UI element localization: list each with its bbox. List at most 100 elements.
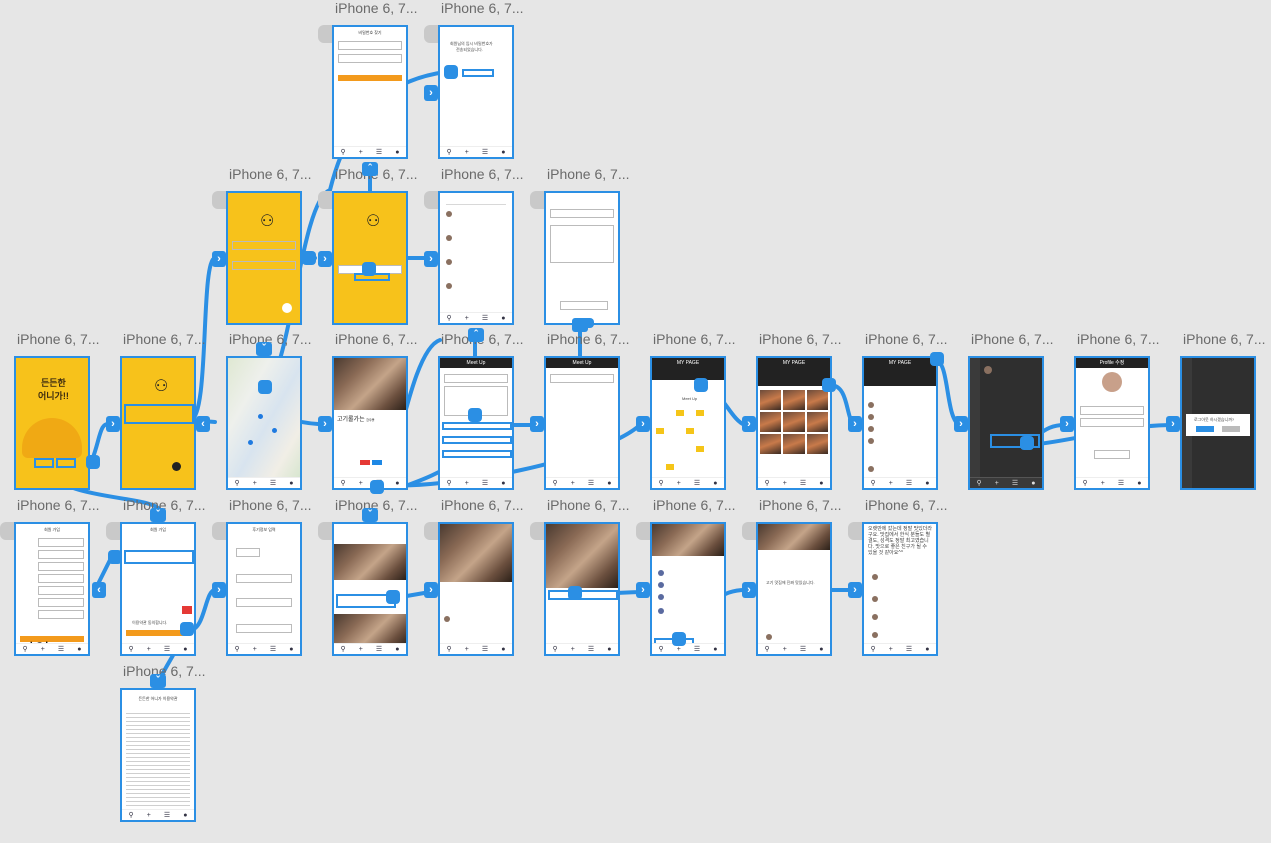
search-icon[interactable]: ⚲ bbox=[976, 480, 982, 487]
chevron-left-icon[interactable]: ‹ bbox=[196, 416, 210, 432]
credentials-group[interactable] bbox=[124, 404, 194, 424]
user-icon[interactable]: ● bbox=[501, 148, 506, 156]
phone-field[interactable] bbox=[38, 598, 84, 607]
review-comments-screen[interactable]: 오랫만에 갔는데 정말 맛있더라구요. 맛집에서 한식 분들도 별결도, 성격도… bbox=[862, 522, 938, 656]
chip-group[interactable] bbox=[236, 548, 260, 557]
search-icon[interactable]: ⚲ bbox=[128, 812, 134, 819]
search-icon[interactable]: ⚲ bbox=[764, 646, 770, 653]
photo-gallery[interactable] bbox=[760, 390, 828, 454]
search-icon[interactable]: ⚲ bbox=[446, 149, 452, 156]
password-confirm-field[interactable] bbox=[38, 562, 84, 571]
chevron-down-icon[interactable]: ˇ bbox=[150, 508, 166, 522]
password-field[interactable] bbox=[38, 550, 84, 559]
signup-screen[interactable]: 회원 가입 가입 ⚲+☰● bbox=[14, 522, 90, 656]
user-icon[interactable]: ● bbox=[607, 479, 612, 487]
connector-handle[interactable] bbox=[444, 65, 458, 79]
search-icon[interactable]: ⚲ bbox=[128, 646, 134, 653]
chevron-right-icon[interactable]: › bbox=[742, 416, 756, 432]
review-photo-screen[interactable]: ⚲+☰● bbox=[544, 522, 620, 656]
meetup-screen[interactable]: Meet Up ⚲+☰● bbox=[438, 356, 514, 490]
meetup-create-screen[interactable] bbox=[544, 191, 620, 325]
call-button[interactable] bbox=[360, 460, 370, 465]
title-field[interactable] bbox=[444, 374, 508, 383]
chip-group[interactable] bbox=[236, 574, 292, 583]
plus-icon[interactable]: + bbox=[464, 148, 469, 156]
confirm-button[interactable] bbox=[1196, 426, 1214, 432]
plus-icon[interactable]: + bbox=[40, 645, 45, 653]
connector-handle[interactable] bbox=[108, 550, 122, 564]
plus-icon[interactable]: + bbox=[146, 811, 151, 819]
plus-icon[interactable]: + bbox=[252, 479, 257, 487]
chevron-right-icon[interactable]: › bbox=[954, 416, 968, 432]
email-field[interactable] bbox=[338, 41, 402, 50]
user-icon[interactable]: ● bbox=[1137, 479, 1142, 487]
chevron-right-icon[interactable]: › bbox=[424, 582, 438, 598]
menu-icon[interactable]: ☰ bbox=[481, 480, 489, 487]
search-icon[interactable]: ⚲ bbox=[234, 480, 240, 487]
password-group[interactable] bbox=[124, 550, 194, 564]
menu-icon[interactable]: ☰ bbox=[375, 646, 383, 653]
id-field[interactable] bbox=[232, 241, 296, 250]
plus-icon[interactable]: + bbox=[782, 479, 787, 487]
chevron-right-icon[interactable]: › bbox=[1060, 416, 1074, 432]
review-button[interactable] bbox=[372, 460, 382, 465]
login-button[interactable] bbox=[56, 458, 76, 468]
login-screen-focus[interactable]: ⚇ bbox=[226, 191, 302, 325]
plus-icon[interactable]: + bbox=[888, 645, 893, 653]
user-icon[interactable]: ● bbox=[713, 479, 718, 487]
password-field[interactable] bbox=[1080, 418, 1144, 427]
plus-icon[interactable]: + bbox=[464, 645, 469, 653]
kakao-icon[interactable] bbox=[172, 462, 181, 471]
chevron-right-icon[interactable]: › bbox=[742, 582, 756, 598]
restaurant-detail-screen[interactable]: 고기롤가는 한우몰 ⚲+☰● bbox=[332, 356, 408, 490]
plus-icon[interactable]: + bbox=[676, 479, 681, 487]
plus-icon[interactable]: + bbox=[252, 645, 257, 653]
connector-handle[interactable] bbox=[362, 262, 376, 276]
content-field[interactable] bbox=[550, 225, 614, 263]
chip-group[interactable] bbox=[236, 624, 292, 633]
date-field[interactable] bbox=[560, 301, 608, 310]
location-field[interactable] bbox=[442, 422, 512, 430]
plus-icon[interactable]: + bbox=[1100, 479, 1105, 487]
menu-icon[interactable]: ☰ bbox=[57, 646, 65, 653]
connector-handle[interactable] bbox=[386, 590, 400, 604]
plus-icon[interactable]: + bbox=[358, 645, 363, 653]
login-screen-findpw[interactable]: ⚇ bbox=[332, 191, 408, 325]
menu-icon[interactable]: ☰ bbox=[375, 149, 383, 156]
chevron-down-icon[interactable]: ˇ bbox=[362, 508, 378, 522]
connector-handle[interactable] bbox=[694, 378, 708, 392]
user-icon[interactable]: ● bbox=[395, 645, 400, 653]
search-icon[interactable]: ⚲ bbox=[340, 646, 346, 653]
menu-icon[interactable]: ☰ bbox=[481, 315, 489, 322]
user-icon[interactable]: ● bbox=[395, 148, 400, 156]
search-icon[interactable]: ⚲ bbox=[446, 315, 452, 322]
chevron-down-icon[interactable]: ˇ bbox=[150, 674, 166, 688]
profile-photo[interactable] bbox=[1102, 372, 1122, 392]
search-icon[interactable]: ⚲ bbox=[340, 149, 346, 156]
user-icon[interactable]: ● bbox=[1031, 479, 1036, 487]
search-icon[interactable]: ⚲ bbox=[870, 646, 876, 653]
connector-handle[interactable] bbox=[468, 408, 482, 422]
search-icon[interactable]: ⚲ bbox=[446, 646, 452, 653]
menu-icon[interactable]: ☰ bbox=[905, 646, 913, 653]
menu-icon[interactable]: ☰ bbox=[163, 646, 171, 653]
review-input-screen[interactable]: 후기정보 입력 ⚲+☰● bbox=[226, 522, 302, 656]
plus-icon[interactable]: + bbox=[358, 479, 363, 487]
connector-handle[interactable] bbox=[302, 251, 316, 265]
chevron-up-icon[interactable]: ˆ bbox=[362, 162, 378, 176]
logout-confirm-screen[interactable]: 로그아웃 하시겠습니까? bbox=[1180, 356, 1256, 490]
user-icon[interactable]: ● bbox=[501, 314, 506, 322]
search-icon[interactable]: ⚲ bbox=[552, 646, 558, 653]
map-pin-icon[interactable] bbox=[258, 414, 263, 419]
password-field[interactable] bbox=[232, 261, 296, 270]
login-screen[interactable]: ⚇ bbox=[120, 356, 196, 490]
map-screen[interactable]: ⚲+☰● bbox=[226, 356, 302, 490]
verify-button[interactable] bbox=[182, 606, 192, 614]
user-icon[interactable]: ● bbox=[819, 645, 824, 653]
chevron-right-icon[interactable]: › bbox=[530, 416, 544, 432]
name-field[interactable] bbox=[1080, 406, 1144, 415]
signup-button[interactable] bbox=[126, 630, 190, 636]
plus-icon[interactable]: + bbox=[888, 479, 893, 487]
find-password-screen[interactable]: 비밀번호 찾기 ⚲+☰● bbox=[332, 25, 408, 159]
plus-icon[interactable]: + bbox=[994, 479, 999, 487]
